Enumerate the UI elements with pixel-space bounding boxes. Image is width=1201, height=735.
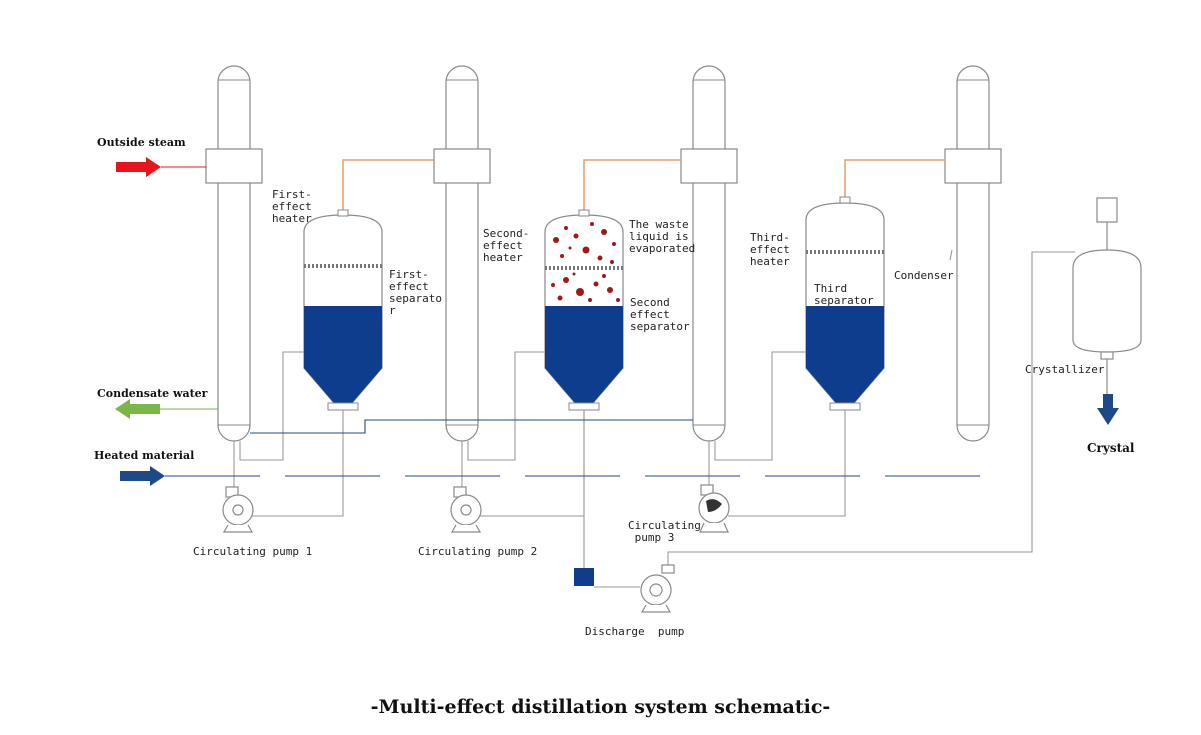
second-effect-separator-label: Second effect separator bbox=[630, 296, 690, 333]
heated-material-arrow bbox=[120, 466, 165, 486]
circulating-pump-2-label: Circulating pump 2 bbox=[418, 545, 538, 558]
collar-1 bbox=[205, 148, 263, 184]
outside-steam-label: Outside steam bbox=[97, 136, 186, 149]
feed-lines bbox=[165, 419, 1000, 477]
circulating-pump-3-label: Circulating pump 3 bbox=[628, 519, 701, 544]
third-effect-heater-column bbox=[692, 65, 726, 442]
outside-steam-arrow bbox=[116, 157, 206, 177]
discharge-pump-label: Discharge pump bbox=[585, 625, 685, 638]
circulating-pump-2 bbox=[450, 486, 482, 533]
discharge-pump bbox=[640, 564, 675, 613]
condenser-column bbox=[956, 65, 990, 442]
second-effect-separator bbox=[544, 209, 624, 411]
condensate-water-arrow bbox=[115, 399, 218, 419]
first-effect-heater-label: First- effect heater bbox=[272, 188, 312, 225]
crystallizer bbox=[1072, 197, 1142, 394]
circulating-pump-1 bbox=[222, 486, 254, 533]
diagram-caption: -Multi-effect distillation system schema… bbox=[370, 696, 831, 718]
crystal-label: Crystal bbox=[1087, 441, 1135, 455]
second-effect-heater-label: Second- effect heater bbox=[483, 227, 530, 264]
process-piping bbox=[233, 249, 1075, 588]
crystallizer-label: Crystallizer bbox=[1025, 363, 1105, 376]
collar-4 bbox=[944, 148, 1002, 184]
collar-3 bbox=[680, 148, 738, 184]
collar-2 bbox=[433, 148, 491, 184]
first-effect-separator-label: First- effect separato r bbox=[389, 268, 442, 317]
condensate-water-label: Condensate water bbox=[97, 387, 208, 400]
second-effect-heater-column bbox=[445, 65, 479, 442]
third-effect-heater-label: Third- effect heater bbox=[750, 231, 790, 268]
pump-3-impeller-icon bbox=[706, 499, 722, 512]
circulating-pump-1-label: Circulating pump 1 bbox=[193, 545, 313, 558]
first-effect-heater-column bbox=[217, 65, 251, 442]
waste-liquid-label: The waste liquid is evaporated bbox=[629, 218, 696, 255]
third-effect-separator bbox=[805, 196, 885, 411]
discharge-valve bbox=[574, 568, 594, 586]
first-effect-separator bbox=[303, 209, 383, 411]
condenser-label: Condenser bbox=[894, 269, 954, 282]
third-separator-label: Third separator bbox=[814, 282, 874, 307]
heated-material-label: Heated material bbox=[94, 449, 195, 462]
crystal-arrow bbox=[1097, 394, 1119, 425]
vapor-pipes bbox=[342, 159, 945, 210]
